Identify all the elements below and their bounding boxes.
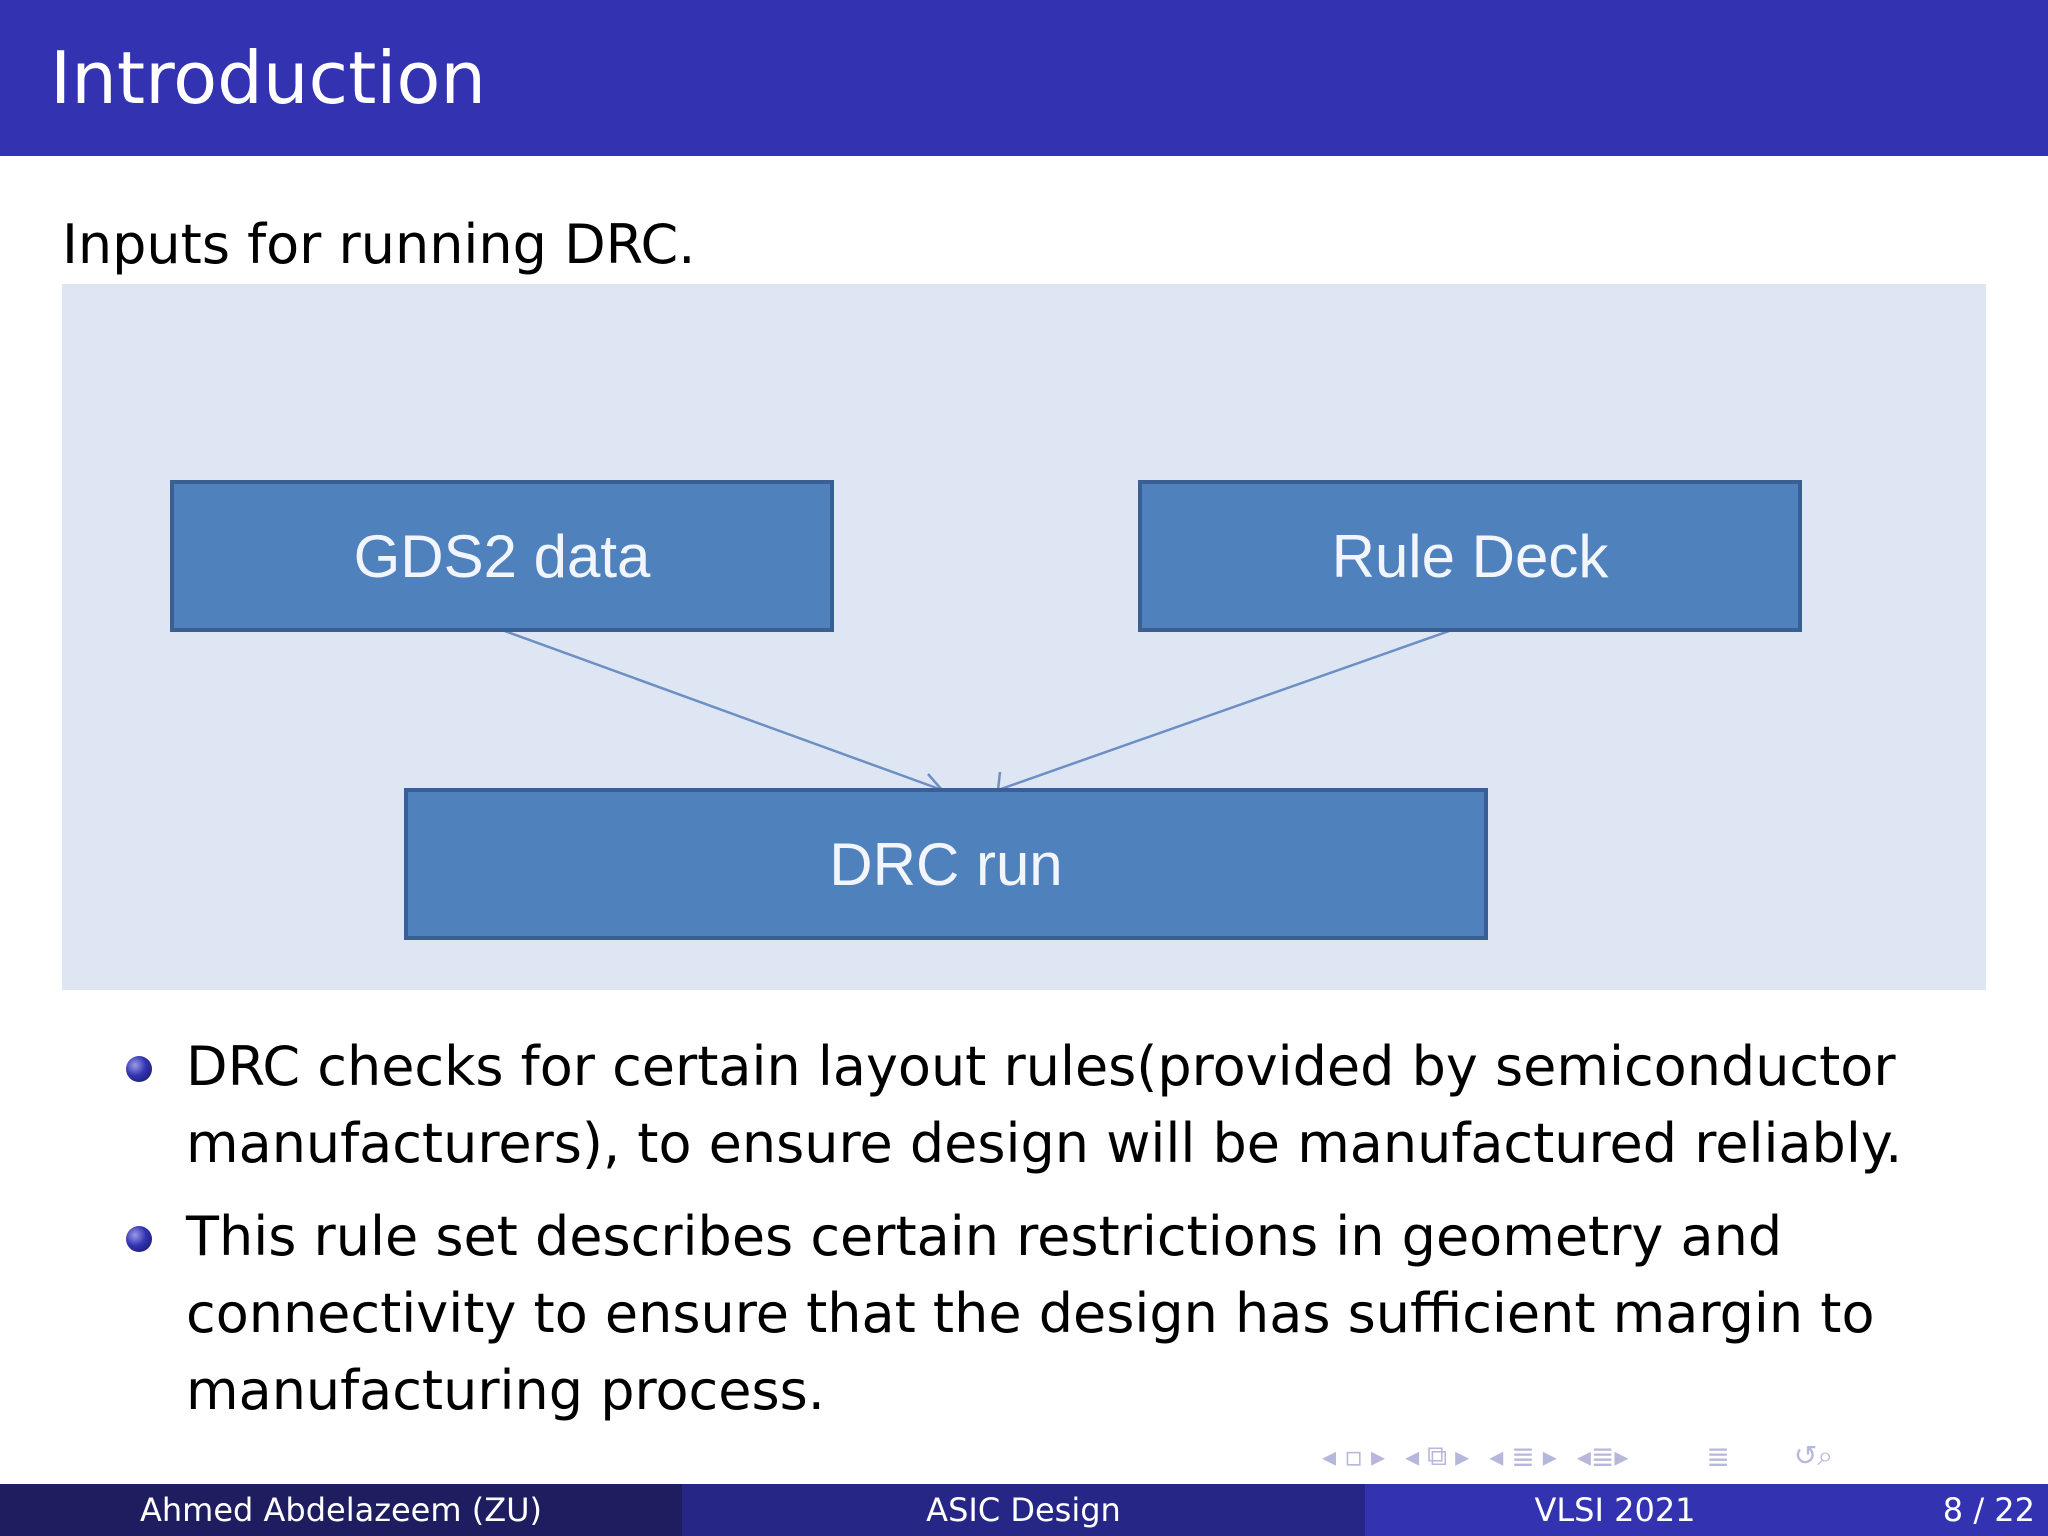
slide-header: Introduction [0, 0, 2048, 156]
bullet-icon [126, 1226, 152, 1252]
intro-text: Inputs for running DRC. [62, 213, 696, 276]
gds2-data-box: GDS2 data [170, 480, 834, 632]
nav-section-list-icon[interactable]: ≣ [1511, 1439, 1535, 1473]
nav-section-icon[interactable]: ⧉ [1427, 1439, 1448, 1472]
nav-next-section-icon[interactable]: ▸ [1542, 1439, 1557, 1473]
bullet-item: DRC checks for certain layout rules(prov… [124, 1028, 1964, 1182]
nav-prev-section-icon[interactable]: ◂ [1489, 1439, 1504, 1473]
nav-next-slide-icon[interactable]: ▸ [1371, 1439, 1386, 1473]
footer-conference: VLSI 2021 [1534, 1491, 1696, 1529]
nav-search-icon[interactable]: ↺⌕ [1793, 1439, 1834, 1472]
beamer-navigation-bar: ◂ ▫ ▸ ◂ ⧉ ▸ ◂ ≣ ▸ ◂≣▸ ≣ ↺⌕ [1322, 1438, 2028, 1474]
bullet-item: This rule set describes certain restrict… [124, 1198, 1964, 1429]
slide-footer: Ahmed Abdelazeem (ZU) ASIC Design VLSI 2… [0, 1484, 2048, 1536]
bullet-list: DRC checks for certain layout rules(prov… [124, 1028, 1964, 1445]
bullet-text: This rule set describes certain restrict… [186, 1205, 1875, 1422]
rule-deck-box: Rule Deck [1138, 480, 1802, 632]
footer-info: VLSI 2021 8 / 22 [1365, 1484, 2048, 1536]
bullet-text: DRC checks for certain layout rules(prov… [186, 1035, 1903, 1175]
drc-run-box: DRC run [404, 788, 1488, 940]
page-number: 8 / 22 [1942, 1491, 2035, 1529]
nav-prev-subsection-icon[interactable]: ◂ [1405, 1439, 1420, 1473]
footer-course: ASIC Design [682, 1484, 1365, 1536]
nav-back-icon[interactable]: ≣ [1706, 1439, 1730, 1473]
nav-prev-slide-icon[interactable]: ◂ [1322, 1439, 1337, 1473]
nav-toc-icon[interactable]: ◂≣▸ [1576, 1439, 1629, 1473]
arrow-rule-to-drc [997, 628, 1453, 792]
nav-frame-icon[interactable]: ▫ [1344, 1439, 1364, 1473]
footer-author: Ahmed Abdelazeem (ZU) [0, 1484, 682, 1536]
bullet-icon [126, 1056, 152, 1082]
slide-title: Introduction [50, 36, 487, 120]
arrow-gds-to-drc [501, 628, 943, 792]
nav-next-subsection-icon[interactable]: ▸ [1455, 1439, 1470, 1473]
drc-input-diagram: GDS2 data Rule Deck DRC run [62, 284, 1986, 990]
